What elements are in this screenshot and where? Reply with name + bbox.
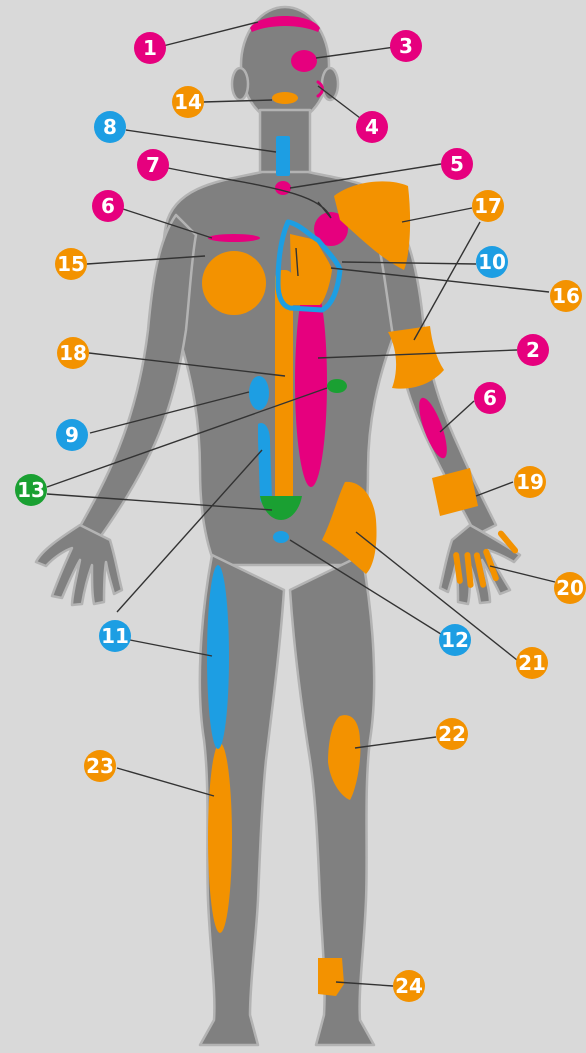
marker-17: 17: [472, 190, 504, 222]
marker-2: 2: [517, 334, 549, 366]
marker-label: 20: [556, 576, 584, 600]
marker-label: 22: [438, 722, 466, 746]
marker-label: 23: [86, 754, 114, 778]
marker-23: 23: [84, 750, 116, 782]
marker-label: 19: [516, 470, 544, 494]
marker-21: 21: [516, 647, 548, 679]
marker-label: 18: [59, 341, 87, 365]
marker-label: 16: [552, 284, 580, 308]
marker-label: 9: [65, 423, 79, 447]
marker-label: 4: [365, 115, 379, 139]
marker-label: 6: [101, 194, 115, 218]
marker-label: 3: [399, 34, 413, 58]
marker-12: 12: [439, 624, 471, 656]
marker-7: 7: [137, 149, 169, 181]
leader-19: [476, 482, 513, 496]
marker-label: 24: [395, 974, 423, 998]
marker-label: 10: [478, 250, 506, 274]
marker-9: 9: [56, 419, 88, 451]
marker-label: 13: [17, 478, 45, 502]
marker-24: 24: [393, 970, 425, 1002]
marker-6-lower: 6: [474, 382, 506, 414]
marker-label: 7: [146, 153, 160, 177]
organ-prostate: [273, 531, 289, 543]
marker-label: 2: [526, 338, 540, 362]
marker-label: 14: [174, 90, 202, 114]
organ-mouth: [272, 92, 298, 104]
marker-label: 12: [441, 628, 469, 652]
marker-1: 1: [134, 32, 166, 64]
marker-3: 3: [390, 30, 422, 62]
marker-18: 18: [57, 337, 89, 369]
marker-19: 19: [514, 466, 546, 498]
organ-kidney-green: [327, 379, 347, 393]
marker-label: 11: [101, 624, 129, 648]
marker-4: 4: [356, 111, 388, 143]
organ-trachea: [276, 136, 290, 176]
organ-kidney: [249, 376, 269, 410]
organ-thyroid: [275, 181, 291, 195]
leader-4: [318, 86, 364, 121]
marker-20: 20: [554, 572, 586, 604]
marker-label: 17: [474, 194, 502, 218]
organ-clavicle-mark: [208, 234, 260, 242]
leader-8: [126, 130, 276, 152]
marker-label: 5: [450, 152, 464, 176]
marker-5: 5: [441, 148, 473, 180]
marker-16: 16: [550, 280, 582, 312]
marker-label: 1: [143, 36, 157, 60]
organ-eye: [291, 50, 317, 72]
marker-22: 22: [436, 718, 468, 750]
marker-10: 10: [476, 246, 508, 278]
marker-6-upper: 6: [92, 190, 124, 222]
marker-label: 8: [103, 115, 117, 139]
marker-13: 13: [15, 474, 47, 506]
leader-17-shoulder: [402, 208, 472, 222]
organ-thigh-vessel: [207, 565, 229, 749]
organ-shin: [208, 743, 232, 933]
organ-lung: [202, 251, 266, 315]
silhouette-hand-right: [36, 525, 122, 605]
leader-23: [117, 768, 214, 796]
marker-label: 15: [57, 252, 85, 276]
silhouette-ear-left: [232, 68, 248, 100]
marker-8: 8: [94, 111, 126, 143]
marker-15: 15: [55, 248, 87, 280]
marker-14: 14: [172, 86, 204, 118]
marker-label: 21: [518, 651, 546, 675]
marker-11: 11: [99, 620, 131, 652]
marker-label: 6: [483, 386, 497, 410]
